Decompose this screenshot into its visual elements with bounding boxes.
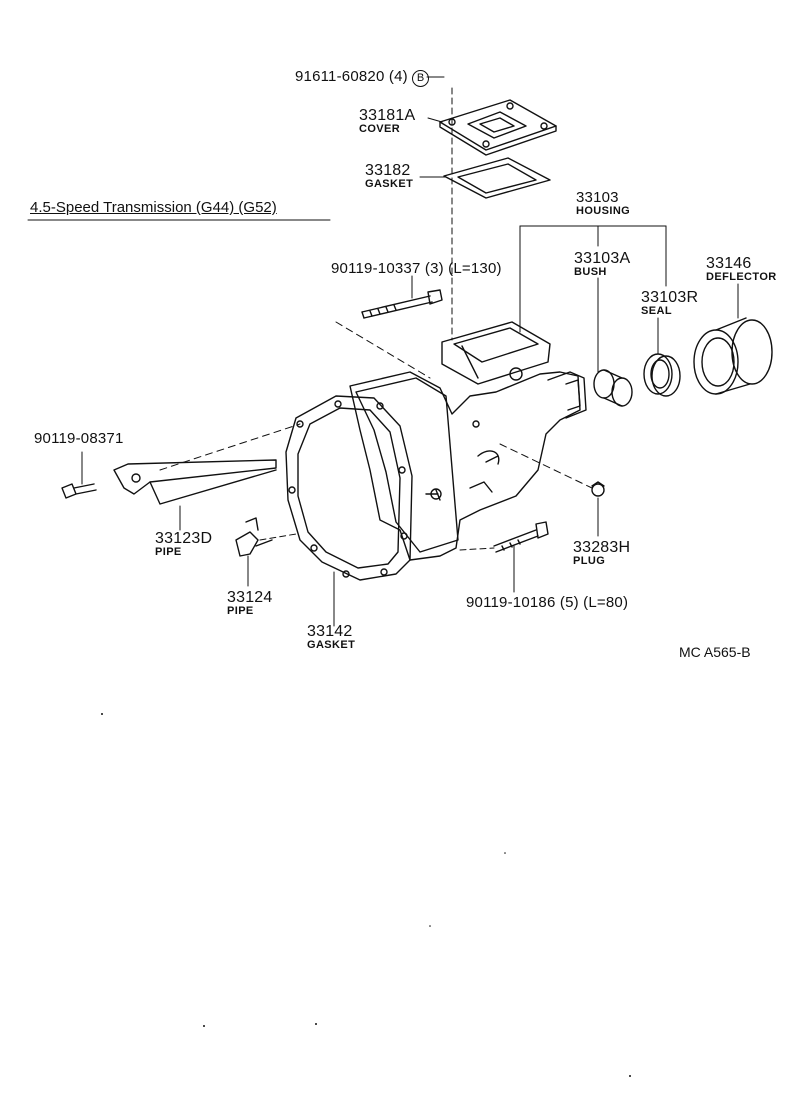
label-long-bolt: 90119-10337 (3) (L=130) [331,260,502,277]
label-cover-part-no: 33181A [359,107,416,124]
leader-cover [427,117,443,123]
oil-pipe-small [235,517,273,557]
top-gasket [443,157,551,199]
diagram-title: 4.5-Speed Transmission (G44) (G52) [30,199,277,216]
small-pipe-dashes [259,533,297,541]
transmission-housing [349,321,587,561]
deflector [693,317,773,395]
bolt-top-qty: (4) [388,68,408,85]
label-bush-part-no: 33103A [574,250,631,267]
long-bolt [361,289,443,319]
cover-plate [439,99,557,156]
label-pipe-name: PIPE [227,605,254,617]
label-bolt-top: 91611-60820 (4) B [295,68,430,87]
label-seal-name: SEAL [641,305,672,317]
label-lower-bolt: 90119-10186 (5) (L=80) [466,594,629,611]
pipe-dashes [159,423,301,471]
label-left-bolt: 90119-08371 [34,430,124,447]
label-case-gasket-name: GASKET [307,639,356,651]
label-deflector-name: DEFLECTOR [706,271,777,283]
bolt-top-part-no: 91611-60820 [295,68,385,85]
label-deflector-part-no: 33146 [706,255,752,272]
oil-pipe-long [113,459,277,505]
case-gasket [285,395,413,581]
housing-bracket [519,225,667,333]
seal [643,353,681,397]
marker-b: B [412,70,430,87]
label-bush-name: BUSH [574,266,607,278]
lower-bolt-dashes [459,547,495,551]
label-housing-part-no: 33103 [576,189,619,206]
scan-specks [101,713,631,1077]
label-plug-part-no: 33283H [573,539,631,556]
reference-code: MC A565-B [679,644,751,660]
label-seal-part-no: 33103R [641,289,699,306]
label-pipe-d-part-no: 33123D [155,530,213,547]
left-bolt [61,483,97,499]
label-pipe-d-name: PIPE [155,546,182,558]
label-case-gasket-part-no: 33142 [307,623,353,640]
label-gasket-top-part-no: 33182 [365,162,411,179]
label-pipe-part-no: 33124 [227,589,273,606]
plug [591,481,605,497]
label-cover-name: COVER [359,123,401,135]
lower-bolt [493,521,549,553]
label-plug-name: PLUG [573,555,606,567]
plug-dashes [499,443,593,489]
long-bolt-dashes [335,321,431,379]
label-gasket-top-name: GASKET [365,178,414,190]
label-housing-name: HOUSING [576,205,631,217]
bush [593,369,633,407]
